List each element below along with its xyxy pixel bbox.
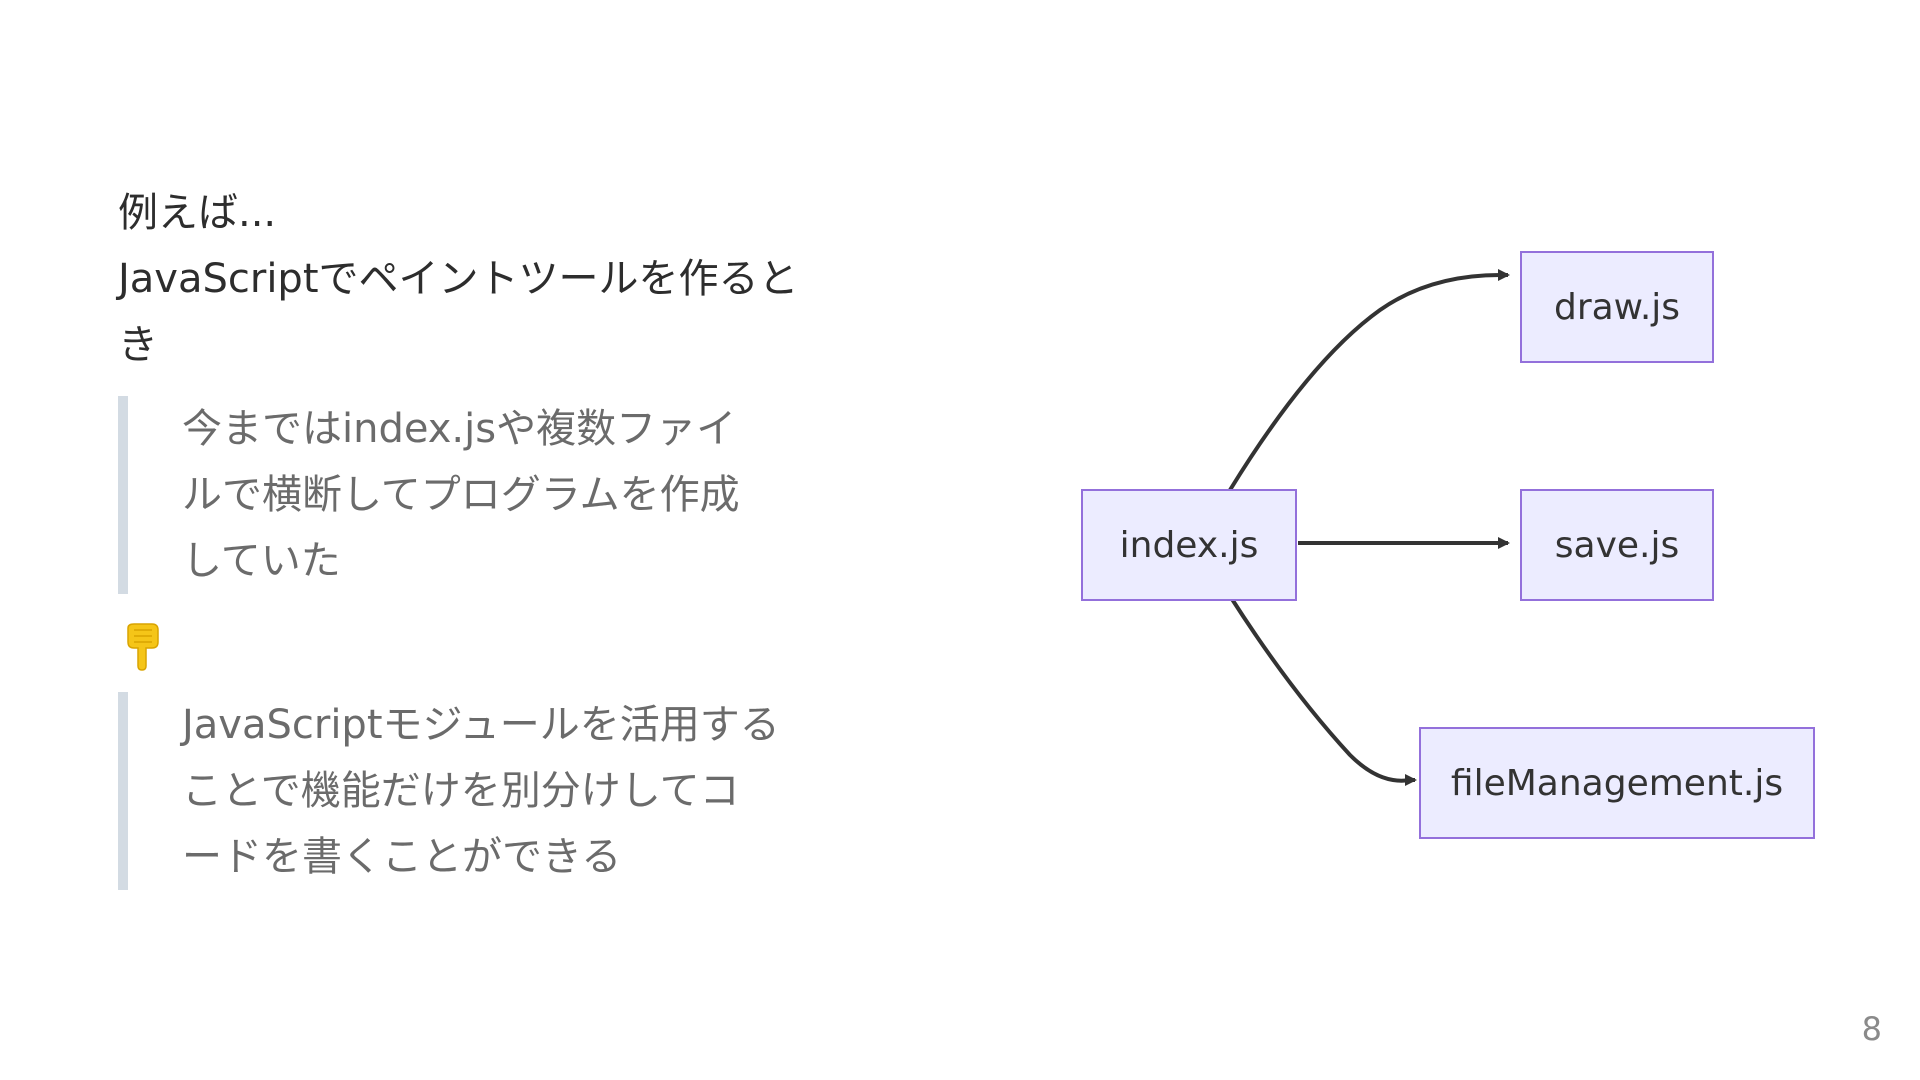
module-diagram: index.js draw.js save.js fileManagement.… — [1060, 230, 1840, 870]
edge-index-to-draw — [1228, 269, 1510, 492]
diagram-edges — [1228, 269, 1510, 786]
node-index: index.js — [1081, 489, 1297, 601]
quote-line: JavaScriptモジュールを活用する — [182, 702, 780, 748]
heading-line-2: JavaScriptでペイントツールを作ると — [118, 256, 799, 302]
pointing-down-icon — [122, 622, 162, 672]
edge-index-to-file — [1228, 594, 1417, 786]
page-number: 8 — [1861, 1010, 1882, 1048]
node-file-management: fileManagement.js — [1419, 727, 1815, 839]
node-draw: draw.js — [1520, 251, 1714, 363]
quote-line: していた — [182, 538, 341, 584]
quote-line: ことで機能だけを別分けしてコ — [182, 768, 740, 814]
quote-line: 今まではindex.jsや複数ファイ — [182, 406, 737, 452]
heading-line-3: き — [118, 322, 158, 368]
heading-line-1: 例えば... — [118, 190, 277, 236]
text-column: 例えば... JavaScriptでペイントツールを作ると き 今まではinde… — [118, 180, 858, 890]
blockquote-after: JavaScriptモジュールを活用する ことで機能だけを別分けしてコ ードを書… — [118, 692, 782, 890]
quote-line: ルで横断してプログラムを作成 — [182, 472, 740, 518]
blockquote-before: 今まではindex.jsや複数ファイ ルで横断してプログラムを作成 していた — [118, 396, 782, 594]
node-save: save.js — [1520, 489, 1714, 601]
quote-line: ードを書くことができる — [182, 834, 622, 880]
